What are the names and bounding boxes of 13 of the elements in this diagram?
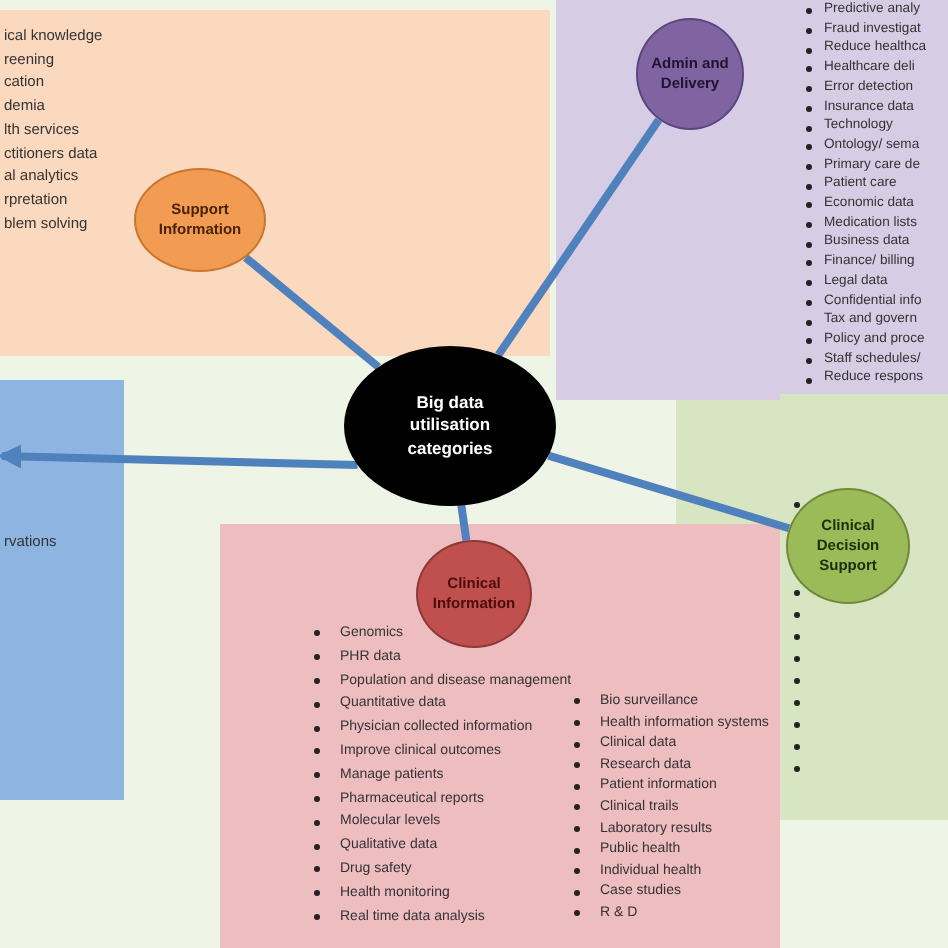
category-panel [556, 0, 948, 400]
connector-line [0, 444, 358, 470]
category-ellipse [636, 18, 744, 130]
connector-line [547, 451, 791, 533]
connector-line [243, 254, 381, 371]
category-panel [0, 10, 550, 356]
category-panel [780, 394, 948, 820]
connector-line [495, 117, 663, 358]
category-ellipse [134, 168, 266, 272]
connector-line [457, 504, 471, 542]
category-panel [220, 524, 780, 948]
category-title: Big data utilisation categories [405, 391, 495, 461]
category-panel [0, 380, 124, 800]
